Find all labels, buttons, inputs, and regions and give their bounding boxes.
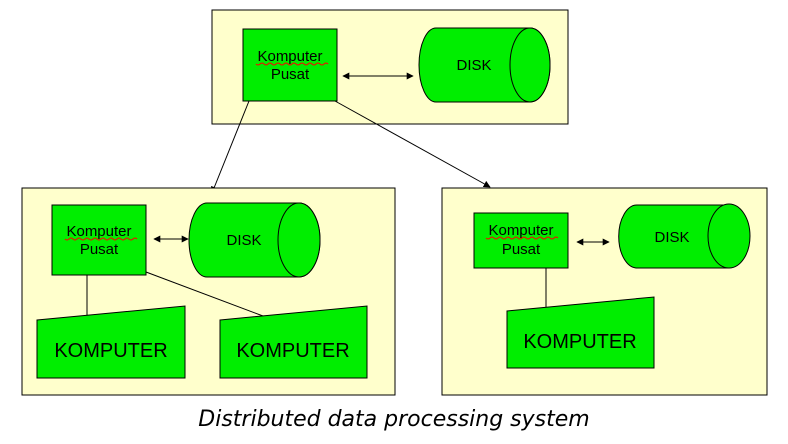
right-terminal-label: KOMPUTER — [523, 331, 636, 353]
right-computer-label-2: Pusat — [502, 241, 541, 258]
left-disk — [188, 202, 321, 278]
right-computer-label-1: Komputer — [488, 222, 553, 239]
central-to-right-link — [334, 100, 491, 188]
left-disk-label: DISK — [226, 232, 261, 249]
left-site: Komputer Pusat DISK KOMPUTER KOMPUTER — [21, 187, 396, 396]
diagram-caption: Distributed data processing system — [198, 407, 590, 432]
right-site: Komputer Pusat DISK KOMPUTER — [441, 187, 768, 396]
left-terminal-2 — [219, 305, 368, 379]
left-terminal-1 — [36, 305, 186, 379]
central-spell-underline — [255, 62, 329, 66]
left-computer-label-2: Pusat — [80, 241, 119, 258]
left-terminal-1-label: KOMPUTER — [54, 340, 167, 362]
right-terminal — [506, 296, 655, 369]
central-site: Komputer Pusat DISK — [211, 9, 569, 125]
left-computer-label-1: Komputer — [66, 223, 131, 240]
left-terminal-link-2 — [145, 271, 264, 317]
central-to-left-link — [211, 100, 250, 194]
central-computer-label-1: Komputer — [257, 48, 322, 65]
central-computer-label-2: Pusat — [271, 66, 310, 83]
left-spell-underline — [64, 237, 138, 241]
left-terminal-2-label: KOMPUTER — [236, 340, 349, 362]
right-disk — [618, 203, 751, 269]
right-disk-label: DISK — [654, 229, 689, 246]
right-computer — [473, 212, 569, 269]
central-disk — [418, 27, 551, 103]
right-spell-underline — [485, 236, 559, 240]
central-disk-label: DISK — [456, 57, 491, 74]
